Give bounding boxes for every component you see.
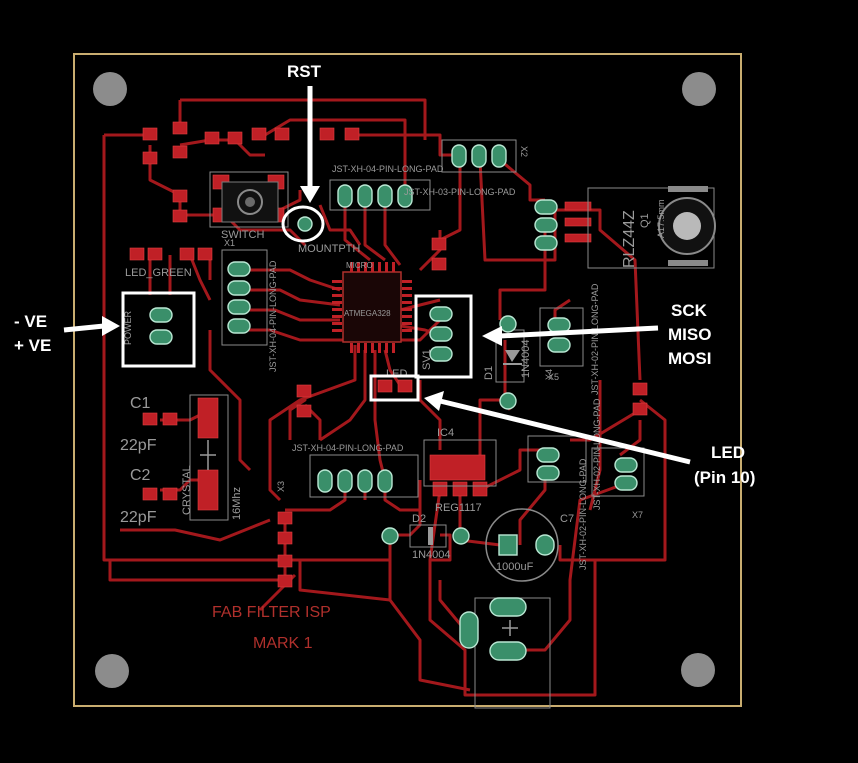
annotation-arrows xyxy=(63,86,691,465)
isp-header-highlight-box xyxy=(414,294,473,379)
annotation-miso: MISO xyxy=(668,325,711,344)
connector-outlines xyxy=(189,139,715,709)
annotation-led: LED xyxy=(711,443,745,462)
label-jst-02-lower: JST-XH-02-PIN-LONG-PAD xyxy=(578,458,588,570)
label-x1: X1 xyxy=(224,238,235,248)
label-relay: RLZ44Z xyxy=(621,210,638,268)
label-jst-04-bottom: JST-XH-04-PIN-LONG-PAD xyxy=(292,443,404,453)
label-mount-pth: MOUNTPTH xyxy=(298,243,360,255)
annotation-sck: SCK xyxy=(671,301,708,320)
label-crystal: CRYSTAL xyxy=(181,465,193,515)
annotation-led-pin: (Pin 10) xyxy=(694,468,755,487)
rst-highlight-circle xyxy=(281,205,325,243)
label-x2: X2 xyxy=(519,146,529,157)
label-led: LED xyxy=(386,368,407,380)
label-jst-04-left: JST-XH-04-PIN-LONG-PAD xyxy=(268,260,278,372)
mount-hole-top-right xyxy=(682,72,716,106)
label-micro: MICRO xyxy=(346,261,373,270)
annotation-mosi: MOSI xyxy=(668,349,711,368)
diode-d1 xyxy=(495,315,525,410)
annotation-labels: RST - VE + VE SCK MISO MOSI LED (Pin 10) xyxy=(14,62,755,487)
power-highlight-box xyxy=(121,291,196,368)
diode-d2 xyxy=(381,524,470,548)
label-x3: X3 xyxy=(276,481,286,492)
label-relay-value: A17.5mm xyxy=(656,199,666,238)
mount-hole-bottom-right xyxy=(681,653,715,687)
annotation-positive-ve: + VE xyxy=(14,336,51,355)
label-jst-03-top: JST-XH-03-PIN-LONG-PAD xyxy=(404,187,516,197)
label-jst-02-right: JST-XH-02-PIN-LONG-PAD xyxy=(592,398,602,510)
label-reg1117: REG1117 xyxy=(435,502,482,514)
label-relay-ref: Q1 xyxy=(639,213,651,228)
led-arrow xyxy=(439,398,691,465)
label-atmega: ATMEGA328 xyxy=(344,309,391,318)
label-c1: C1 xyxy=(130,395,151,412)
label-jst-02-upper: JST-XH-02-PIN-LONG-PAD xyxy=(590,283,600,395)
reset-switch xyxy=(221,181,279,223)
annotation-rst: RST xyxy=(287,62,322,81)
mount-hole-top-left xyxy=(93,72,127,106)
label-d2: D2 xyxy=(412,513,426,525)
annotation-negative-ve: - VE xyxy=(14,312,47,331)
label-power: POWER xyxy=(123,310,133,345)
label-d1: D1 xyxy=(483,366,495,380)
capacitor-c7 xyxy=(485,508,559,582)
label-c2: C2 xyxy=(130,467,151,484)
mount-hole-bottom-left xyxy=(95,654,129,688)
label-c1-value: 22pF xyxy=(120,437,157,454)
isp-arrow xyxy=(499,325,659,339)
board-version: MARK 1 xyxy=(253,635,313,652)
crystal-16mhz xyxy=(200,440,216,470)
label-led-green: LED_GREEN xyxy=(125,267,192,279)
label-c2-value: 22pF xyxy=(120,509,157,526)
power-arrow xyxy=(63,323,105,333)
led-highlight-box xyxy=(369,374,420,402)
label-jst-04-top: JST-XH-04-PIN-LONG-PAD xyxy=(332,164,444,174)
label-sv1: SV1 xyxy=(421,349,433,370)
annotation-highlights xyxy=(121,205,473,402)
label-x5: X5 xyxy=(548,372,559,382)
label-x4: X4 xyxy=(544,369,554,380)
relay-q1 xyxy=(658,186,716,266)
label-d2-part: 1N4004 xyxy=(412,549,451,561)
label-ic4: IC4 xyxy=(437,427,454,439)
silkscreen-labels: SWITCH LED_GREEN MOUNTPTH MICRO ATMEGA32… xyxy=(120,146,666,652)
thru-hole-pads xyxy=(149,144,638,493)
label-crystal-freq: 16Mhz xyxy=(231,487,243,520)
label-d1-part: 1N4004 xyxy=(520,339,532,378)
label-c7: C7 xyxy=(560,513,574,525)
label-x7: X7 xyxy=(632,510,643,520)
label-c7-value: 1000uF xyxy=(496,561,534,573)
dc-jack xyxy=(459,597,527,661)
atmega-chip xyxy=(332,262,412,353)
board-title: FAB FILTER ISP xyxy=(212,604,331,621)
label-switch: SWITCH xyxy=(221,229,264,241)
